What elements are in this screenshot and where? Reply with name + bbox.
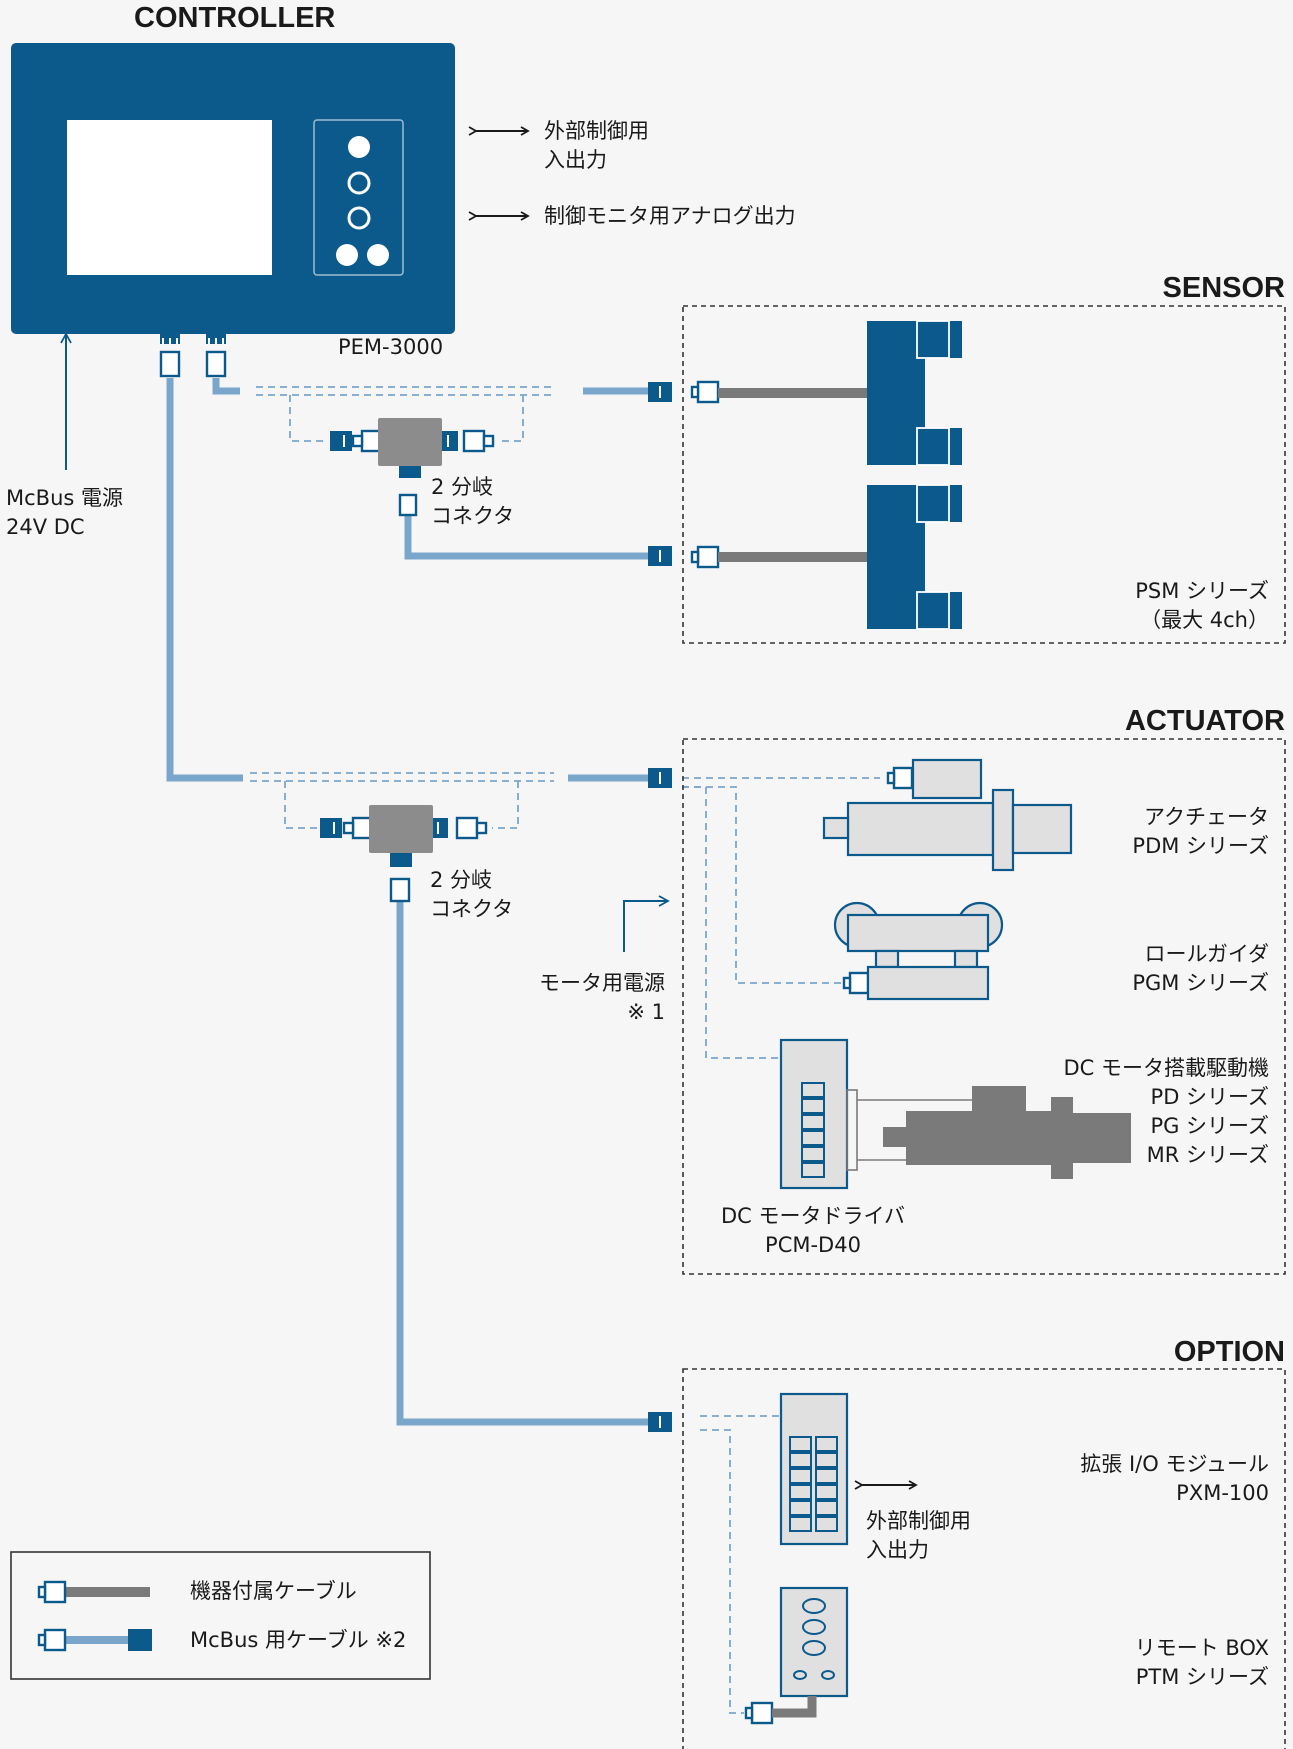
- legend-device-cable-label: 機器付属ケーブル: [190, 1579, 357, 1603]
- dc-drive-label: DC モータ搭載駆動機 PD シリーズ PG シリーズ MR シリーズ: [1063, 1056, 1269, 1167]
- section-heading-sensor: SENSOR: [1162, 272, 1285, 304]
- section-heading-controller: CONTROLLER: [134, 2, 336, 34]
- pdm-actuator: [822, 758, 1073, 872]
- dc-driver-label: DC モータドライバ PCM-D40: [720, 1204, 906, 1257]
- controller-model-label: PEM-3000: [338, 335, 444, 359]
- ptm-label: リモート BOX PTM シリーズ: [1134, 1636, 1269, 1689]
- splitter-1-body: [378, 418, 442, 466]
- legend-mcbus-cable-label: McBus 用ケーブル ※2: [190, 1628, 407, 1652]
- pxm-module: [779, 1392, 849, 1546]
- controller-screen: [67, 120, 272, 275]
- splitter-1-label: 2 分岐 コネクタ: [431, 475, 515, 528]
- section-heading-option: OPTION: [1173, 1336, 1285, 1368]
- controller-io-label: 外部制御用 入出力: [544, 119, 649, 172]
- pdm-label: アクチェータ PDM シリーズ: [1132, 805, 1269, 858]
- pxm-io-label: 外部制御用 入出力: [866, 1509, 971, 1562]
- actuator-frame: [682, 738, 1286, 1275]
- connector-pins: [333, 386, 661, 1428]
- controller-unit: [11, 43, 455, 344]
- motor-power-label: モータ用電源 ※ 1: [539, 971, 665, 1024]
- controller-analog-label: 制御モニタ用アナログ出力: [544, 204, 796, 228]
- pxm-label: 拡張 I/O モジュール PXM-100: [1080, 1452, 1269, 1505]
- pgm-label: ロールガイダ PGM シリーズ: [1132, 942, 1269, 995]
- legend-device-cable: [37, 1580, 150, 1604]
- dc-motor-drive: [883, 1086, 1131, 1179]
- motor-power-arrow: [623, 895, 670, 952]
- power-label: McBus 電源 24V DC: [6, 486, 123, 539]
- ptm-remote-box: [772, 1586, 849, 1718]
- legend-mcbus-cable: [37, 1628, 152, 1652]
- legend-box: [10, 1551, 431, 1680]
- section-heading-actuator: ACTUATOR: [1124, 705, 1285, 737]
- sensor-units: [718, 320, 962, 630]
- dc-motor-driver: [779, 1038, 972, 1190]
- sensor-frame: [682, 305, 1286, 644]
- controller-panel: [313, 119, 404, 276]
- splitter-2-label: 2 分岐 コネクタ: [430, 868, 514, 921]
- psm-label: PSM シリーズ （最大 4ch）: [1135, 579, 1269, 632]
- option-frame: [682, 1368, 1286, 1749]
- dashed-lines: [250, 386, 880, 1714]
- mcbus-cables: [166, 378, 648, 1426]
- splitter-2-body: [369, 805, 433, 853]
- pgm-rollguide: [833, 901, 1004, 1001]
